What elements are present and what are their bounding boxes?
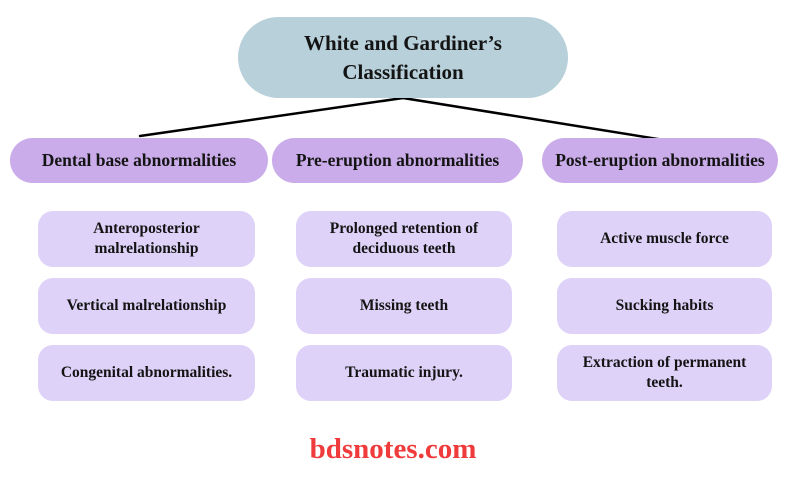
item-congenital-abnormalities: Congenital abnormalities. [38, 345, 255, 401]
connector-right-branch [401, 96, 672, 143]
branch-header-pre-eruption: Pre-eruption abnormalities [272, 138, 523, 183]
item-prolonged-retention-deciduous-teeth: Prolonged retention of deciduous teeth [296, 211, 512, 267]
item-active-muscle-force: Active muscle force [557, 211, 772, 267]
item-vertical-malrelationship: Vertical malrelationship [38, 278, 255, 334]
item-extraction-permanent-teeth: Extraction of permanent teeth. [557, 345, 772, 401]
item-missing-teeth: Missing teeth [296, 278, 512, 334]
branch-header-dental-base: Dental base abnormalities [10, 138, 268, 183]
branch-header-post-eruption: Post-eruption abnormalities [542, 138, 778, 183]
watermark-text: bdsnotes.com [309, 433, 477, 465]
item-anteroposterior-malrelationship: Anteroposterior malrelationship [38, 211, 255, 267]
root-node-title: White and Gardiner’s Classification [238, 17, 568, 98]
connector-left-branch [138, 96, 405, 138]
item-sucking-habits: Sucking habits [557, 278, 772, 334]
item-traumatic-injury: Traumatic injury. [296, 345, 512, 401]
